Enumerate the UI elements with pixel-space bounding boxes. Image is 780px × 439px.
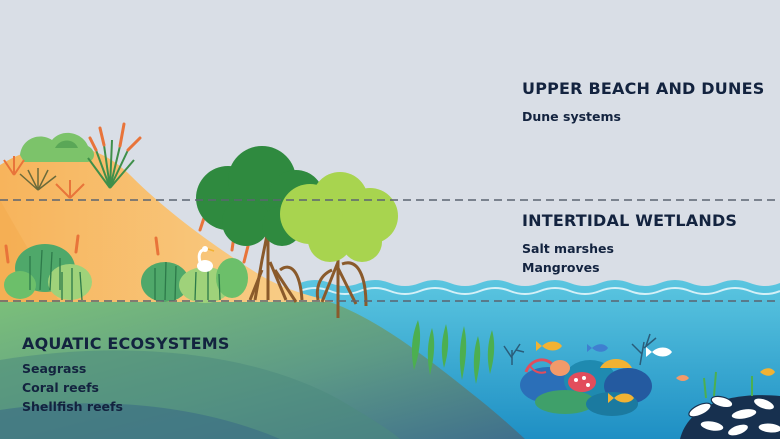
- zone-item: Seagrass: [22, 361, 87, 376]
- zone-aquatic-ecosystems: AQUATIC ECOSYSTEMS Seagrass Coral reefs …: [22, 334, 230, 416]
- seagrass-icon: [411, 320, 495, 384]
- coral-icon: [503, 333, 657, 416]
- salt-marsh-icon: [4, 216, 250, 303]
- mangrove-tree-icon: [196, 146, 398, 318]
- dune-grass-icon: [3, 122, 142, 199]
- zone-title: AQUATIC ECOSYSTEMS: [22, 334, 230, 353]
- zone-item: Salt marshes: [522, 241, 614, 256]
- zone-upper-beach: UPPER BEACH AND DUNES Dune systems: [522, 79, 764, 126]
- zone-title: INTERTIDAL WETLANDS: [522, 211, 738, 230]
- zone-intertidal-wetlands: INTERTIDAL WETLANDS Salt marshes Mangrov…: [522, 211, 737, 277]
- zone-divider-lines: [0, 199, 780, 302]
- egret-icon: [197, 246, 215, 272]
- shell-icon: [680, 371, 780, 439]
- zone-item: Shellfish reefs: [22, 399, 123, 414]
- fish-icon: [536, 341, 775, 403]
- zone-title: UPPER BEACH AND DUNES: [522, 79, 765, 98]
- zone-item: Dune systems: [522, 109, 621, 124]
- zone-item: Coral reefs: [22, 380, 99, 395]
- zone-item: Mangroves: [522, 260, 600, 275]
- aquatic-ground: [0, 302, 525, 439]
